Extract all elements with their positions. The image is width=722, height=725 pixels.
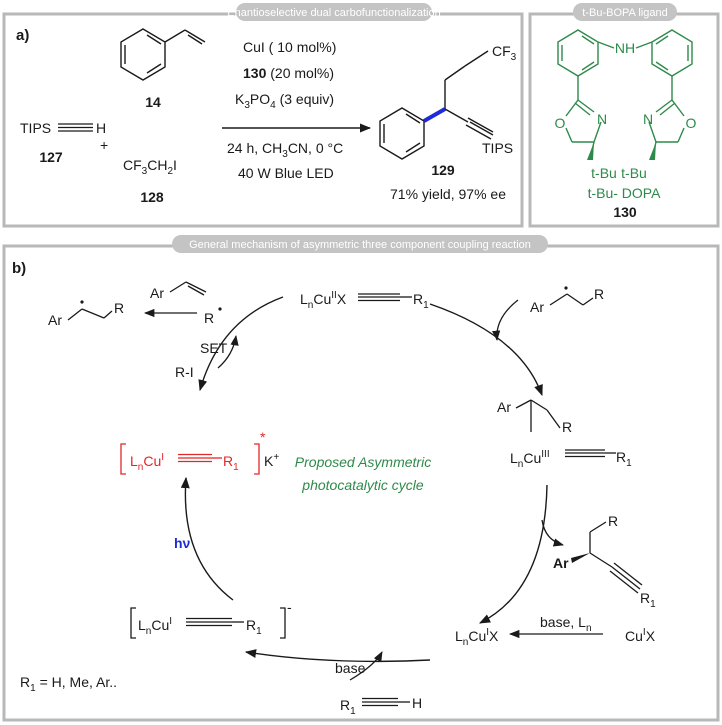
ligand-n-right: N [643, 111, 653, 127]
cu3-ar: Ar [497, 399, 511, 415]
final-product-r: R [608, 513, 618, 529]
base-ln-label: base, Ln [540, 614, 592, 634]
radical-product-ar: Ar [48, 312, 62, 328]
condition-light: 40 W Blue LED [238, 165, 334, 181]
stereo-bond [423, 107, 446, 123]
cu3-label: LnCuIII [510, 449, 550, 470]
side-arrows [143, 299, 603, 681]
excited-r1: R1 [223, 453, 239, 473]
panel-b-title: General mechanism of asymmetric three co… [189, 239, 531, 251]
product-cf3: CF3 [492, 43, 517, 63]
base-label: base [335, 660, 366, 676]
cu2-r1: R1 [413, 291, 429, 311]
ligand-name: t-Bu- DOPA [588, 185, 662, 201]
hv-label: hν [174, 535, 191, 551]
cu2-alkyne [358, 293, 412, 302]
cu3-alkyne [565, 449, 616, 458]
acetylide-cu: LnCuI [138, 616, 172, 637]
styrene-structure [120, 28, 206, 81]
alkyne-127-bond [58, 123, 93, 132]
plus-sign: + [100, 137, 108, 153]
cu3-bonds [515, 399, 561, 432]
ligand-o-left: O [555, 115, 566, 131]
panel-ligand-title-pill [573, 3, 677, 21]
alkene-bonds [169, 281, 207, 296]
final-product-bonds [589, 521, 643, 594]
radical-dot [80, 300, 84, 304]
ligand-n-left: N [597, 111, 607, 127]
panel-a-label: a) [16, 27, 29, 44]
ligand-structure [557, 29, 693, 161]
terminal-alkyne-bond [362, 697, 410, 707]
right-radical-bonds [549, 293, 594, 306]
set-label: SET [200, 340, 228, 356]
panel-a-title: Enantioselective dual carbofunctionaliza… [227, 7, 440, 19]
final-product-wedge [571, 553, 590, 563]
compound-127: 127 [39, 149, 63, 165]
right-radical-r: R [594, 286, 604, 302]
cuix-label: CuIX [625, 627, 656, 644]
catalytic-cycle [180, 296, 548, 663]
compound-128: 128 [140, 189, 164, 205]
radical-product-bonds [67, 308, 113, 321]
excited-alkyne-bond [178, 453, 222, 463]
panel-b-title-pill [172, 235, 548, 253]
compound-14: 14 [145, 94, 161, 110]
panel-b-label: b) [12, 260, 26, 277]
acetylide-r1: R1 [246, 617, 262, 637]
ri-label: R-I [175, 364, 194, 380]
cf3ch2i-label: CF3CH2I [123, 157, 177, 177]
compound-129: 129 [431, 162, 455, 178]
right-radical-ar: Ar [530, 299, 544, 315]
final-product-ar: Ar [553, 555, 569, 571]
panel-ligand: t-Bu-BOPA ligand [528, 3, 720, 228]
ligand-tbu-right: t-Bu [621, 165, 647, 181]
radical-product-r: R [114, 300, 124, 316]
right-radical-dot [564, 286, 568, 290]
r-radical-dot [218, 307, 222, 311]
lncuix-label: LnCuIX [455, 627, 499, 648]
condition-cui: CuI ( 10 mol%) [243, 39, 336, 55]
compound-130: 130 [613, 204, 637, 220]
terminal-alkyne-r1: R1 [340, 697, 356, 717]
product-yield: 71% yield, 97% ee [390, 186, 506, 202]
r1-definition: R1 = H, Me, Ar.. [20, 674, 117, 694]
panel-b: General mechanism of asymmetric three co… [2, 235, 720, 722]
terminal-alkyne-h: H [412, 695, 422, 711]
excited-brackets [120, 443, 260, 475]
acetylide-bond [186, 617, 244, 627]
condition-ligand: 130 (20 mol%) [243, 65, 334, 81]
k-plus: K+ [264, 452, 279, 469]
excited-cu: LnCuI [130, 452, 164, 473]
ligand-wedge-left [587, 142, 594, 160]
product-129-structure [379, 50, 494, 160]
panel-ligand-title: t-Bu-BOPA ligand [582, 7, 667, 19]
tips-label: TIPS [20, 120, 51, 136]
product-tips: TIPS [482, 140, 513, 156]
cu3-r: R [562, 419, 572, 435]
ligand-o-right: O [686, 115, 697, 131]
r-radical: R [204, 310, 214, 326]
alkene-ar: Ar [150, 285, 164, 301]
ligand-wedge-right [649, 142, 656, 160]
panel-a: Enantioselective dual carbofunctionaliza… [2, 3, 524, 228]
acetylide-brackets [130, 607, 286, 639]
excited-star: * [260, 429, 266, 445]
acetylide-charge: - [287, 599, 292, 615]
final-product-r1: R1 [640, 590, 656, 610]
alkyne-127-h: H [96, 120, 106, 136]
cu3-r1: R1 [616, 449, 632, 469]
condition-time: 24 h, CH3CN, 0 °C [227, 140, 343, 160]
ligand-tbu-left: t-Bu [591, 165, 617, 181]
cu2-complex-label: LnCuIIX [300, 290, 347, 311]
cycle-label-line2: photocatalytic cycle [301, 477, 424, 493]
condition-base: K3PO4 (3 equiv) [235, 91, 334, 111]
cycle-label-line1: Proposed Asymmetric [295, 454, 431, 470]
panel-a-title-pill [236, 3, 432, 21]
ligand-nh: NH [615, 40, 635, 56]
